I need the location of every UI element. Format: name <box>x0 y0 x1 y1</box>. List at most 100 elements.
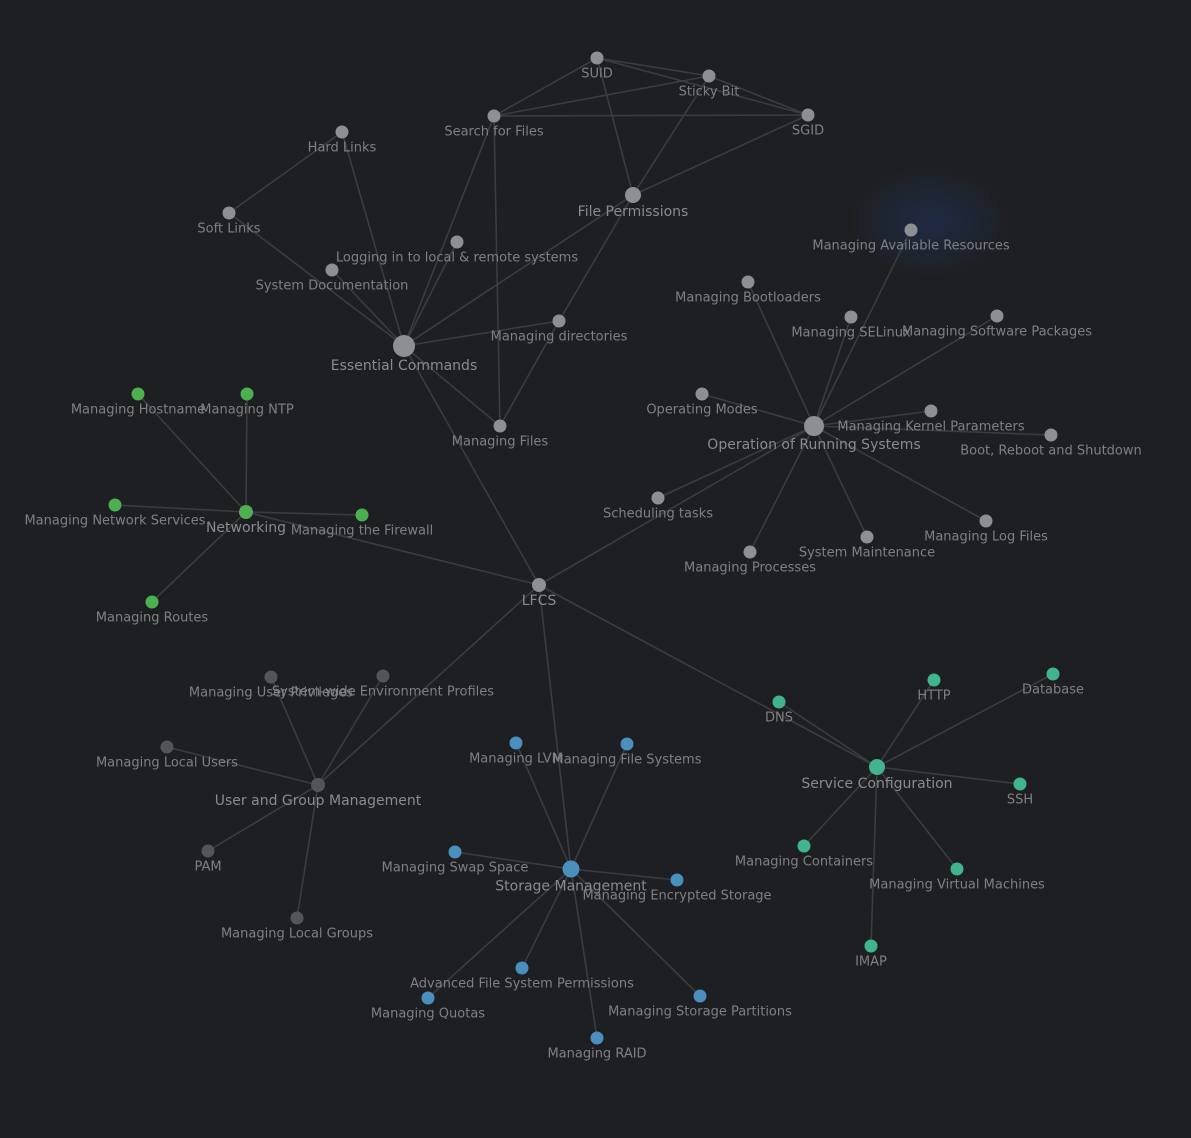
node-dot-managing-hostname[interactable] <box>131 387 145 401</box>
graph-node-system-wide-environment-profiles[interactable]: System-wide Environment Profiles <box>272 669 494 700</box>
node-dot-system-wide-environment-profiles[interactable] <box>376 669 390 683</box>
graph-node-managing-quotas[interactable]: Managing Quotas <box>371 991 485 1022</box>
graph-node-managing-storage-partitions[interactable]: Managing Storage Partitions <box>608 989 792 1020</box>
graph-node-ssh[interactable]: SSH <box>1007 777 1033 808</box>
node-dot-scheduling-tasks[interactable] <box>651 491 665 505</box>
node-dot-managing-bootloaders[interactable] <box>741 275 755 289</box>
node-dot-file-permissions[interactable] <box>625 187 641 203</box>
node-dot-networking[interactable] <box>239 505 253 519</box>
graph-node-managing-directories[interactable]: Managing directories <box>491 314 628 345</box>
node-dot-essential-commands[interactable] <box>393 335 415 357</box>
graph-node-managing-available-resources[interactable]: Managing Available Resources <box>812 223 1010 254</box>
graph-node-suid[interactable]: SUID <box>581 51 613 82</box>
graph-node-file-permissions[interactable]: File Permissions <box>578 187 689 220</box>
node-dot-managing-quotas[interactable] <box>421 991 435 1005</box>
node-dot-database[interactable] <box>1046 667 1060 681</box>
graph-node-managing-raid[interactable]: Managing RAID <box>547 1031 647 1062</box>
graph-node-managing-bootloaders[interactable]: Managing Bootloaders <box>675 275 821 306</box>
graph-node-managing-hostname[interactable]: Managing Hostname <box>71 387 205 418</box>
graph-node-sticky-bit[interactable]: Sticky Bit <box>679 69 740 100</box>
node-dot-managing-routes[interactable] <box>145 595 159 609</box>
node-dot-logging-in[interactable] <box>450 235 464 249</box>
node-dot-managing-available-resources[interactable] <box>904 223 918 237</box>
graph-node-managing-the-firewall[interactable]: Managing the Firewall <box>291 508 433 539</box>
graph-node-advanced-file-system-permissions[interactable]: Advanced File System Permissions <box>410 961 634 992</box>
node-dot-advanced-file-system-permissions[interactable] <box>515 961 529 975</box>
node-dot-boot-reboot-shutdown[interactable] <box>1044 428 1058 442</box>
graph-node-storage-management[interactable]: Storage Management <box>495 860 647 895</box>
node-dot-sgid[interactable] <box>801 108 815 122</box>
node-dot-managing-directories[interactable] <box>552 314 566 328</box>
node-dot-http[interactable] <box>927 673 941 687</box>
graph-node-managing-swap-space[interactable]: Managing Swap Space <box>382 845 529 876</box>
graph-node-networking[interactable]: Networking <box>206 505 286 536</box>
graph-node-operating-modes[interactable]: Operating Modes <box>646 387 758 418</box>
graph-node-managing-containers[interactable]: Managing Containers <box>735 839 873 870</box>
graph-node-lfcs[interactable]: LFCS <box>522 578 557 609</box>
node-dot-user-and-group-management[interactable] <box>311 778 325 792</box>
node-dot-managing-encrypted-storage[interactable] <box>670 873 684 887</box>
node-dot-managing-local-users[interactable] <box>160 740 174 754</box>
node-dot-managing-selinux[interactable] <box>844 310 858 324</box>
node-dot-operation-of-running-systems[interactable] <box>804 416 824 436</box>
node-dot-ssh[interactable] <box>1013 777 1027 791</box>
node-dot-imap[interactable] <box>864 939 878 953</box>
node-dot-managing-files[interactable] <box>493 419 507 433</box>
node-dot-sticky-bit[interactable] <box>702 69 716 83</box>
graph-node-system-documentation[interactable]: System Documentation <box>256 263 409 294</box>
node-dot-system-maintenance[interactable] <box>860 530 874 544</box>
node-dot-managing-processes[interactable] <box>743 545 757 559</box>
graph-node-service-configuration[interactable]: Service Configuration <box>801 759 953 792</box>
graph-node-managing-file-systems[interactable]: Managing File Systems <box>552 737 702 768</box>
graph-node-managing-files[interactable]: Managing Files <box>452 419 549 450</box>
graph-node-scheduling-tasks[interactable]: Scheduling tasks <box>603 491 713 522</box>
node-dot-suid[interactable] <box>590 51 604 65</box>
graph-node-managing-lvm[interactable]: Managing LVM <box>469 736 563 767</box>
graph-node-hard-links[interactable]: Hard Links <box>308 125 377 156</box>
graph-node-sgid[interactable]: SGID <box>792 108 824 139</box>
graph-node-managing-software-packages[interactable]: Managing Software Packages <box>902 309 1092 340</box>
node-dot-soft-links[interactable] <box>222 206 236 220</box>
node-dot-managing-lvm[interactable] <box>509 736 523 750</box>
graph-node-http[interactable]: HTTP <box>917 673 951 704</box>
node-dot-managing-software-packages[interactable] <box>990 309 1004 323</box>
graph-node-managing-ntp[interactable]: Managing NTP <box>200 387 294 418</box>
graph-node-search-for-files[interactable]: Search for Files <box>444 109 544 140</box>
graph-node-soft-links[interactable]: Soft Links <box>197 206 261 237</box>
graph-node-dns[interactable]: DNS <box>765 695 793 726</box>
graph-node-managing-user-privileges[interactable]: Managing User Privileges <box>189 670 353 701</box>
node-dot-managing-raid[interactable] <box>590 1031 604 1045</box>
graph-node-managing-virtual-machines[interactable]: Managing Virtual Machines <box>869 862 1045 893</box>
node-dot-managing-log-files[interactable] <box>979 514 993 528</box>
node-dot-managing-containers[interactable] <box>797 839 811 853</box>
graph-node-operation-of-running-systems[interactable]: Operation of Running Systems <box>707 416 921 453</box>
node-dot-lfcs[interactable] <box>532 578 546 592</box>
graph-node-managing-local-users[interactable]: Managing Local Users <box>96 740 238 771</box>
node-dot-operating-modes[interactable] <box>695 387 709 401</box>
node-dot-dns[interactable] <box>772 695 786 709</box>
graph-node-logging-in[interactable]: Logging in to local & remote systems <box>336 235 578 266</box>
node-dot-managing-the-firewall[interactable] <box>355 508 369 522</box>
node-dot-managing-kernel-parameters[interactable] <box>924 404 938 418</box>
node-dot-service-configuration[interactable] <box>869 759 885 775</box>
node-dot-managing-user-privileges[interactable] <box>264 670 278 684</box>
node-dot-managing-ntp[interactable] <box>240 387 254 401</box>
node-dot-managing-swap-space[interactable] <box>448 845 462 859</box>
graph-node-managing-selinux[interactable]: Managing SELinux <box>791 310 911 341</box>
node-dot-search-for-files[interactable] <box>487 109 501 123</box>
graph-node-managing-local-groups[interactable]: Managing Local Groups <box>221 911 373 942</box>
graph-node-user-and-group-management[interactable]: User and Group Management <box>215 778 422 809</box>
node-dot-storage-management[interactable] <box>562 860 580 878</box>
node-dot-hard-links[interactable] <box>335 125 349 139</box>
graph-node-imap[interactable]: IMAP <box>855 939 887 970</box>
node-dot-managing-local-groups[interactable] <box>290 911 304 925</box>
graph-node-managing-encrypted-storage[interactable]: Managing Encrypted Storage <box>582 873 772 904</box>
graph-node-system-maintenance[interactable]: System Maintenance <box>799 530 935 561</box>
graph-node-essential-commands[interactable]: Essential Commands <box>331 335 477 374</box>
node-dot-managing-network-services[interactable] <box>108 498 122 512</box>
graph-node-boot-reboot-shutdown[interactable]: Boot, Reboot and Shutdown <box>960 428 1142 459</box>
node-dot-pam[interactable] <box>201 844 215 858</box>
node-dot-managing-file-systems[interactable] <box>620 737 634 751</box>
